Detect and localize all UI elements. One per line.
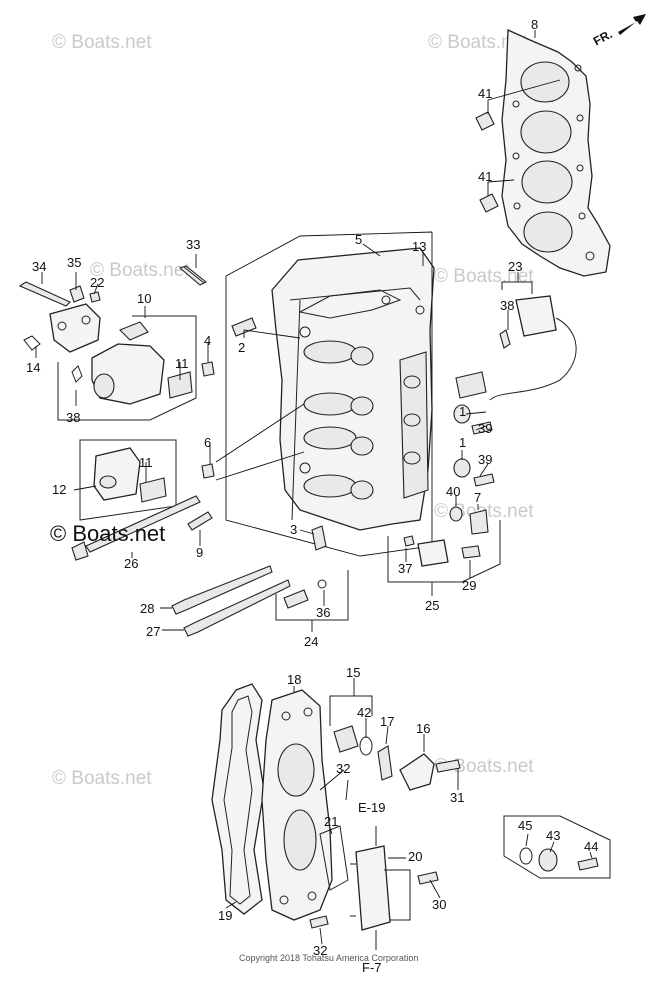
part-label: 9	[196, 545, 203, 560]
stud-9	[187, 511, 213, 531]
part-label: 41	[478, 169, 492, 184]
part-label: 24	[304, 634, 318, 649]
part-label: 39	[478, 452, 492, 467]
part-label: 7	[474, 490, 481, 505]
part-label: 45	[518, 818, 532, 833]
part-label: 4	[204, 333, 211, 348]
anode-group	[503, 815, 611, 879]
part-label: 31	[450, 790, 464, 805]
thermostat-group	[329, 695, 461, 791]
part-label: 43	[546, 828, 560, 843]
part-label: 21	[324, 814, 338, 829]
part-label: 11	[175, 356, 189, 371]
part-label: 29	[462, 578, 476, 593]
watermark-layer: © Boats.net © Boats.net © Boats.net © Bo…	[52, 32, 534, 789]
part-label: 44	[584, 839, 598, 854]
reference-label-upper: E-19	[358, 800, 385, 815]
part-label: 19	[218, 908, 232, 923]
watermark: © Boats.net	[434, 756, 534, 777]
front-label: FR.	[591, 27, 615, 48]
part-label: 13	[412, 239, 426, 254]
part-label: 16	[416, 721, 430, 736]
long-stud	[178, 265, 208, 286]
part-label: 34	[32, 259, 46, 274]
head-gasket	[501, 29, 611, 277]
part-label: 32	[336, 761, 350, 776]
part-label: 8	[531, 17, 538, 32]
part-label: 37	[398, 561, 412, 576]
part-label: 20	[408, 849, 422, 864]
solenoid-bracket-group	[18, 281, 101, 353]
part-labels: 1 1 2 3 4 5 6 7 8 9 10 11 11 12 13 14 15…	[26, 17, 598, 958]
watermark: © Boats.net	[90, 260, 190, 281]
front-direction-arrow: FR.	[591, 14, 646, 48]
part-label: 36	[316, 605, 330, 620]
part-label: 41	[478, 86, 492, 101]
part-label: 15	[346, 665, 360, 680]
watermark: © Boats.net	[428, 32, 528, 53]
part-label: 33	[186, 237, 200, 252]
part-label: 38	[66, 410, 80, 425]
plug-4	[201, 361, 215, 377]
part-label: 22	[90, 275, 104, 290]
part-label: 5	[355, 232, 362, 247]
dowel-pins	[475, 111, 499, 213]
plug-6	[201, 463, 215, 479]
watermark-large: © Boats.net	[50, 521, 165, 546]
valve-cover-group	[79, 439, 177, 521]
part-label: 2	[238, 340, 245, 355]
part-label: 35	[67, 255, 81, 270]
copyright-text: Copyright 2018 Tohatsu America Corporati…	[239, 953, 418, 963]
arrow-icon	[618, 14, 646, 35]
part-label: 17	[380, 714, 394, 729]
part-label: 12	[52, 482, 66, 497]
long-bolt-28	[171, 565, 273, 615]
part-label: 11	[139, 455, 153, 470]
oil-control-valve-group	[57, 315, 197, 421]
part-label: 1	[459, 404, 466, 419]
cylinder-head	[271, 247, 435, 531]
switch-20-group	[309, 826, 439, 950]
watermark: © Boats.net	[52, 32, 152, 53]
leader-lines	[35, 30, 593, 945]
plug-2	[231, 317, 257, 337]
part-label: 18	[287, 672, 301, 687]
watermark: © Boats.net	[52, 768, 152, 789]
part-label: 1	[459, 435, 466, 450]
gasket-21	[319, 825, 349, 891]
part-label: 26	[124, 556, 138, 571]
long-bolt-27	[183, 579, 291, 637]
part-label: 40	[446, 484, 460, 499]
reference-label-lower: F-7	[362, 960, 382, 975]
right-side-parts	[387, 404, 501, 583]
long-bolt-26	[71, 495, 201, 561]
part-label: 25	[425, 598, 439, 613]
part-label: 23	[508, 259, 522, 274]
plug-3	[311, 525, 327, 551]
part-label: 30	[432, 897, 446, 912]
part-label: 6	[204, 435, 211, 450]
part-label: 32	[313, 943, 327, 958]
part-label: 3	[290, 522, 297, 537]
part-label: 38	[500, 298, 514, 313]
part-label: 39	[478, 421, 492, 436]
lower-gasket-19	[211, 683, 265, 915]
part-label: 14	[26, 360, 40, 375]
part-label: 28	[140, 601, 154, 616]
sensor-23-group	[455, 281, 577, 401]
temp-sensor-group	[275, 570, 349, 621]
part-label: 42	[357, 705, 371, 720]
part-label: 10	[137, 291, 151, 306]
exhaust-cover-18	[261, 689, 333, 921]
part-label: 27	[146, 624, 160, 639]
